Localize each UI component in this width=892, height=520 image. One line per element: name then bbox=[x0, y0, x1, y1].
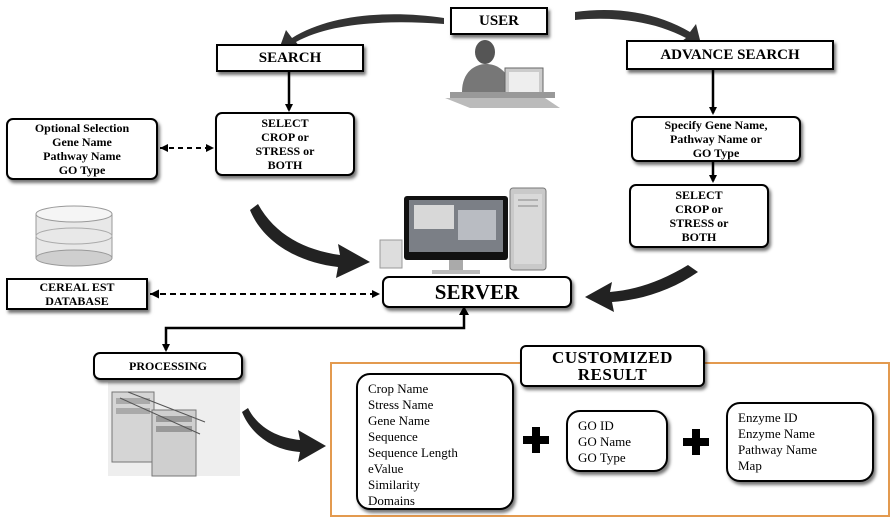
server-box: SERVER bbox=[382, 276, 572, 308]
list-item: Crop Name bbox=[368, 381, 429, 396]
plus-icon bbox=[683, 429, 709, 455]
specify-line-3: GO Type bbox=[692, 146, 740, 160]
processing-box: PROCESSING bbox=[93, 352, 243, 380]
optional-line-4: GO Type bbox=[58, 163, 106, 177]
list-item: Pathway Name bbox=[738, 442, 818, 457]
list-item: eValue bbox=[368, 461, 404, 476]
list-item: Enzyme ID bbox=[738, 410, 798, 425]
select-right-line-2: CROP or bbox=[675, 202, 723, 216]
select-crop-stress-left: SELECT CROP or STRESS or BOTH bbox=[215, 112, 355, 176]
search-box: SEARCH bbox=[216, 44, 364, 72]
user-label: USER bbox=[478, 13, 519, 29]
select-left-line-4: BOTH bbox=[267, 158, 303, 172]
optional-line-1: Optional Selection bbox=[34, 121, 130, 135]
result-fields-list-3: Enzyme ID Enzyme Name Pathway Name Map bbox=[726, 402, 874, 482]
result-title-line-1: CUSTOMIZED bbox=[552, 348, 673, 367]
result-fields-list-1: Crop Name Stress Name Gene Name Sequence… bbox=[356, 373, 514, 510]
list-item: GO ID bbox=[578, 418, 614, 433]
list-item: Enzyme Name bbox=[738, 426, 815, 441]
specify-line-1: Specify Gene Name, bbox=[664, 118, 768, 132]
select-right-line-1: SELECT bbox=[675, 188, 723, 202]
customized-result-title: CUSTOMIZED RESULT bbox=[520, 345, 705, 387]
list-item: Sequence Length bbox=[368, 445, 458, 460]
database-line-2: DATABASE bbox=[45, 294, 109, 308]
advance-search-box: ADVANCE SEARCH bbox=[626, 40, 834, 70]
result-title-line-2: RESULT bbox=[577, 365, 648, 384]
list-item: Sequence bbox=[368, 429, 418, 444]
list-item: Map bbox=[738, 458, 762, 473]
select-right-line-3: STRESS or bbox=[669, 216, 729, 230]
optional-selection-box: Optional Selection Gene Name Pathway Nam… bbox=[6, 118, 158, 180]
list-item: Gene Name bbox=[368, 413, 430, 428]
select-left-line-2: CROP or bbox=[261, 130, 309, 144]
specify-line-2: Pathway Name or bbox=[670, 132, 762, 146]
computer-clipart bbox=[379, 187, 547, 274]
select-left-line-3: STRESS or bbox=[255, 144, 315, 158]
curved-arrow-select-to-server bbox=[250, 204, 370, 278]
processing-label: PROCESSING bbox=[128, 359, 208, 373]
cereal-est-database-box: CEREAL EST DATABASE bbox=[6, 278, 148, 310]
connector-server-processing bbox=[162, 308, 466, 352]
optional-line-2: Gene Name bbox=[52, 135, 112, 149]
search-label: SEARCH bbox=[258, 50, 322, 66]
list-item: GO Name bbox=[578, 434, 632, 449]
curved-arrow-right-to-server bbox=[585, 265, 698, 312]
advance-search-label: ADVANCE SEARCH bbox=[660, 47, 800, 63]
list-item: GO Type bbox=[578, 450, 626, 465]
processing-servers-clipart bbox=[108, 382, 240, 477]
optional-line-3: Pathway Name bbox=[43, 149, 121, 163]
database-line-1: CEREAL EST bbox=[39, 280, 115, 294]
specify-gene-box: Specify Gene Name, Pathway Name or GO Ty… bbox=[631, 116, 801, 162]
select-crop-stress-right: SELECT CROP or STRESS or BOTH bbox=[629, 184, 769, 248]
select-left-line-1: SELECT bbox=[261, 116, 309, 130]
result-fields-list-2: GO ID GO Name GO Type bbox=[566, 410, 668, 472]
database-clipart bbox=[35, 205, 113, 267]
list-item: Similarity bbox=[368, 477, 420, 492]
list-item: Domains bbox=[368, 493, 415, 508]
user-box: USER bbox=[450, 7, 548, 35]
select-right-line-4: BOTH bbox=[681, 230, 717, 244]
curved-arrow-processing-to-result bbox=[242, 408, 326, 462]
plus-icon bbox=[523, 427, 549, 453]
list-item: Stress Name bbox=[368, 397, 434, 412]
server-label: SERVER bbox=[434, 280, 520, 304]
user-clipart bbox=[445, 40, 560, 108]
